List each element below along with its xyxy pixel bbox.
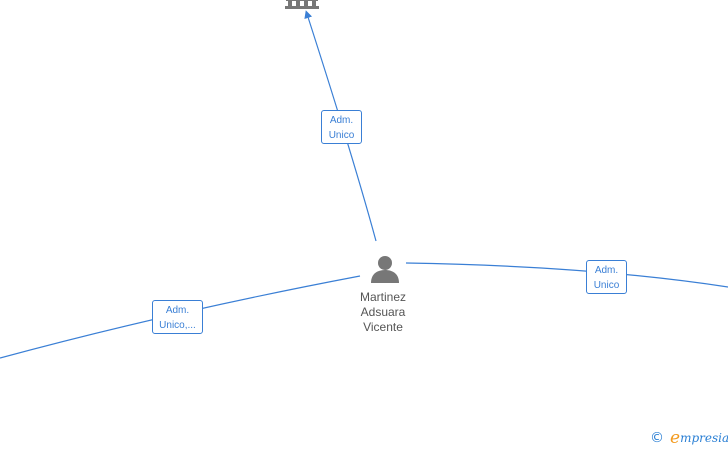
- edge-label-right-line1: Adm.: [594, 265, 619, 276]
- copyright-icon: ©: [650, 430, 664, 446]
- person-icon[interactable]: [371, 256, 399, 283]
- brand-logo-text: mpresia: [680, 431, 728, 445]
- edge-label-right[interactable]: Adm. Unico: [586, 260, 627, 294]
- edge-person-to-right-node: [405, 262, 728, 288]
- edge-label-top[interactable]: Adm. Unico: [321, 110, 362, 144]
- person-name[interactable]: Martinez Adsuara Vicente: [343, 290, 423, 335]
- edge-label-left-line1: Adm.: [165, 305, 190, 316]
- person-name-line3: Vicente: [363, 320, 403, 334]
- edge-label-left[interactable]: Adm. Unico,...: [152, 300, 203, 334]
- person-name-line1: Martinez: [359, 290, 406, 304]
- person-name-line2: Adsuara: [360, 305, 406, 319]
- building-icon[interactable]: [285, 0, 319, 9]
- edge-label-right-line2: Unico: [593, 280, 620, 291]
- edge-label-top-line1: Adm.: [329, 115, 354, 126]
- edge-label-left-line2: Unico,...: [159, 320, 196, 331]
- edge-label-top-line2: Unico: [328, 130, 355, 141]
- brand-watermark: © e mpresia: [650, 428, 728, 448]
- brand-logo-initial: e: [670, 428, 681, 448]
